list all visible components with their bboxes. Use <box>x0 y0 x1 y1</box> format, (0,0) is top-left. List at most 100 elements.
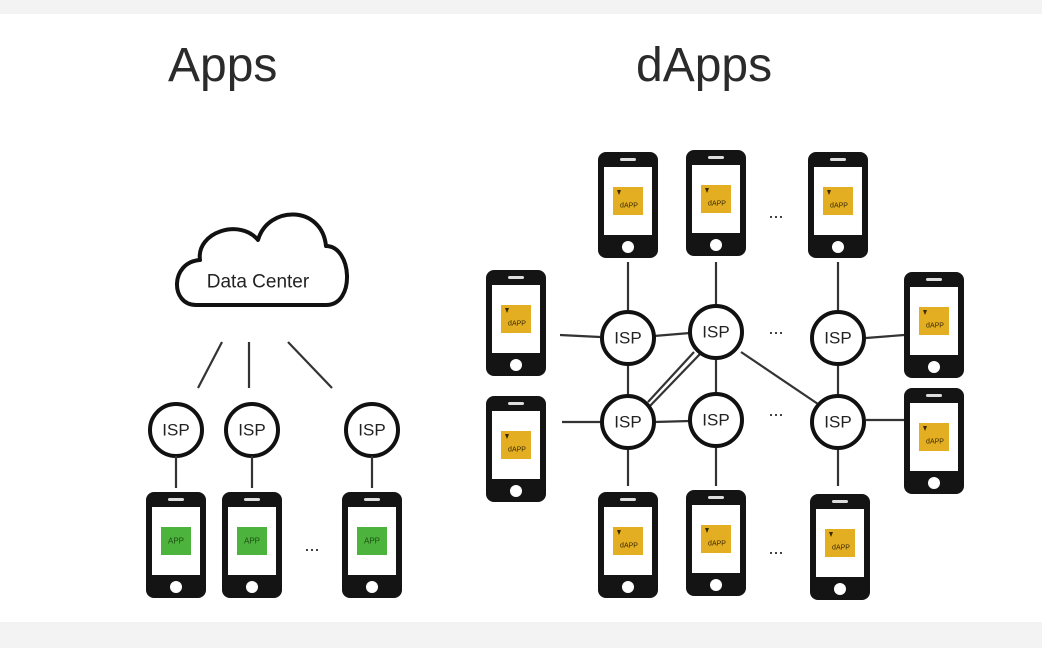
dapp-icon-label: dAPP <box>926 439 944 446</box>
dapp-phone: dAPP <box>486 270 546 376</box>
app-icon <box>161 527 191 555</box>
dapps-isp-node: ISP <box>600 394 656 450</box>
dapp-phone: dAPP <box>686 490 746 596</box>
app-phone: APP <box>222 492 282 598</box>
app-icon-label: APP <box>364 537 380 546</box>
dapp-logo-mark <box>705 528 709 533</box>
isp-circle <box>810 394 866 450</box>
phone-home-button <box>510 485 522 497</box>
dapps-isp-node: ISP <box>600 310 656 366</box>
dapp-icon-label: dAPP <box>708 541 726 548</box>
dapp-logo-mark <box>617 530 621 535</box>
isp-circle <box>810 310 866 366</box>
bottom-border-band <box>0 622 1042 648</box>
cloud-icon: Data Center <box>175 212 349 307</box>
phone-speaker <box>620 158 636 161</box>
isp-label: ISP <box>702 411 729 430</box>
phone-home-button <box>622 241 634 253</box>
connection-line <box>559 333 601 339</box>
dapp-icon-label: dAPP <box>926 323 944 330</box>
dapp-icon-label: dAPP <box>830 203 848 210</box>
phone-speaker <box>832 500 848 503</box>
dapp-phone: dAPP <box>486 396 546 502</box>
dapp-logo-mark <box>505 308 509 313</box>
app-icon-label: APP <box>168 537 184 546</box>
connection-line <box>647 353 701 409</box>
connection-line <box>653 419 691 424</box>
phone-home-button <box>246 581 258 593</box>
dapp-icon-label: dAPP <box>620 203 638 210</box>
isp-label: ISP <box>238 421 265 440</box>
phone-speaker <box>830 158 846 161</box>
app-phone: APP <box>146 492 206 598</box>
phone-speaker <box>364 498 380 501</box>
phone-speaker <box>620 498 636 501</box>
phone-speaker <box>708 156 724 159</box>
cloud-outline <box>175 212 349 307</box>
isp-circle <box>688 392 744 448</box>
dapp-icon-label: dAPP <box>508 447 526 454</box>
phone-speaker <box>244 498 260 501</box>
dapps-ellipsis-bottom: ... <box>768 538 783 558</box>
phone-speaker <box>926 394 942 397</box>
dapps-ellipsis-mid1: ... <box>768 318 783 338</box>
dapp-icon-label: dAPP <box>708 201 726 208</box>
isp-label: ISP <box>824 413 851 432</box>
phone-home-button <box>832 241 844 253</box>
dapps-isp-node: ISP <box>810 394 866 450</box>
phone-home-button <box>710 239 722 251</box>
dapp-icon-label: dAPP <box>508 321 526 328</box>
connection-line <box>647 351 695 403</box>
phone-speaker <box>708 496 724 499</box>
dapp-phone: dAPP <box>598 152 658 258</box>
connection-line <box>197 341 223 389</box>
dapp-logo-mark <box>923 426 927 431</box>
dapp-logo-mark <box>505 434 509 439</box>
apps-isp-node: ISP <box>148 402 204 458</box>
dapp-phone: dAPP <box>810 494 870 600</box>
dapps-ellipsis-mid2: ... <box>768 400 783 420</box>
apps-heading: Apps <box>168 39 278 92</box>
phone-home-button <box>928 361 940 373</box>
data-center-label: Data Center <box>207 272 310 293</box>
phone-speaker <box>926 278 942 281</box>
isp-circle <box>600 310 656 366</box>
dapp-phone: dAPP <box>904 272 964 378</box>
phone-home-button <box>622 581 634 593</box>
top-border-band <box>0 0 1042 14</box>
app-icon <box>237 527 267 555</box>
dapp-phone: dAPP <box>598 492 658 598</box>
isp-circle <box>688 304 744 360</box>
phone-home-button <box>170 581 182 593</box>
dapp-phone: dAPP <box>808 152 868 258</box>
app-icon-label: APP <box>244 537 260 546</box>
connection-line <box>287 341 333 389</box>
phone-speaker <box>508 276 524 279</box>
dapps-isp-node: ISP <box>810 310 866 366</box>
phone-speaker <box>168 498 184 501</box>
phone-speaker <box>508 402 524 405</box>
apps-ellipsis: ... <box>304 535 319 555</box>
isp-label: ISP <box>702 323 729 342</box>
apps-isp-node: ISP <box>224 402 280 458</box>
connection-line <box>865 333 905 340</box>
dapp-logo-mark <box>829 532 833 537</box>
phone-home-button <box>510 359 522 371</box>
dapps-isp-node: ISP <box>688 392 744 448</box>
connection-line <box>740 351 819 405</box>
isp-circle <box>600 394 656 450</box>
isp-label: ISP <box>162 421 189 440</box>
app-phone: APP <box>342 492 402 598</box>
isp-label: ISP <box>358 421 385 440</box>
dapps-isp-node: ISP <box>688 304 744 360</box>
dapps-heading: dApps <box>636 39 773 92</box>
dapp-logo-mark <box>705 188 709 193</box>
dapp-icon-label: dAPP <box>832 545 850 552</box>
phone-home-button <box>710 579 722 591</box>
dapp-phone: dAPP <box>686 150 746 256</box>
isp-label: ISP <box>824 329 851 348</box>
dapp-logo-mark <box>923 310 927 315</box>
isp-label: ISP <box>614 413 641 432</box>
